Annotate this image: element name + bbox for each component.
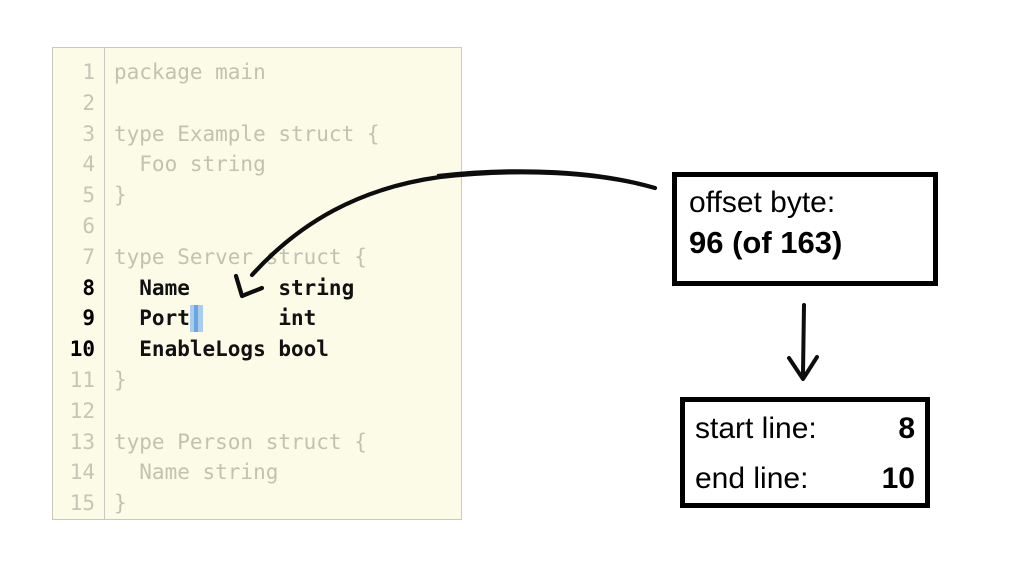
line-number: 6	[82, 213, 95, 238]
line-number: 9	[82, 306, 95, 331]
code-line[interactable]: }	[114, 491, 127, 516]
line-number: 12	[69, 398, 95, 423]
start-line-label: start line:	[695, 412, 817, 445]
code-line[interactable]: type Example struct {	[114, 121, 380, 146]
code-line[interactable]: }	[114, 183, 127, 208]
text-caret	[193, 305, 198, 333]
line-range-callout: start line: 8 end line: 10	[680, 397, 930, 508]
line-number: 11	[69, 367, 95, 392]
code-line[interactable]: type Server struct {	[114, 244, 367, 269]
code-line[interactable]: Port int	[114, 306, 317, 331]
end-line-label: end line:	[695, 462, 809, 495]
code-line[interactable]: }	[114, 367, 127, 392]
offset-byte-callout: offset byte: 96 (of 163)	[672, 172, 938, 286]
offset-byte-value: 96 (of 163)	[689, 225, 843, 260]
code-line[interactable]	[114, 211, 461, 242]
line-number: 4	[82, 152, 95, 177]
line-number: 3	[82, 121, 95, 146]
line-number: 1	[82, 60, 95, 84]
line-number: 5	[82, 183, 95, 208]
code-line[interactable]: EnableLogs bool	[114, 337, 329, 362]
line-number: 14	[69, 460, 95, 485]
line-number: 2	[82, 90, 95, 115]
code-line[interactable]: Name string	[114, 460, 279, 485]
code-text-area[interactable]: package main type Example struct { Foo s…	[105, 48, 461, 519]
line-number: 10	[69, 337, 95, 362]
offset-byte-label: offset byte:	[689, 186, 836, 219]
code-line[interactable]: Name string	[114, 275, 355, 300]
code-line[interactable]	[114, 396, 461, 427]
end-line-row: end line: 10	[695, 456, 915, 506]
code-line[interactable]	[114, 88, 461, 119]
line-number: 15	[69, 491, 95, 516]
start-line-value: 8	[898, 412, 915, 445]
line-number: 8	[82, 275, 95, 300]
code-line[interactable]: package main	[114, 60, 266, 84]
end-line-value: 10	[881, 462, 915, 495]
offset-to-lines-arrow	[787, 303, 819, 381]
start-line-row: start line: 8	[695, 406, 915, 456]
code-line[interactable]: Foo string	[114, 152, 266, 177]
line-number: 7	[82, 244, 95, 269]
line-number: 13	[69, 429, 95, 454]
code-line[interactable]: type Person struct {	[114, 429, 367, 454]
